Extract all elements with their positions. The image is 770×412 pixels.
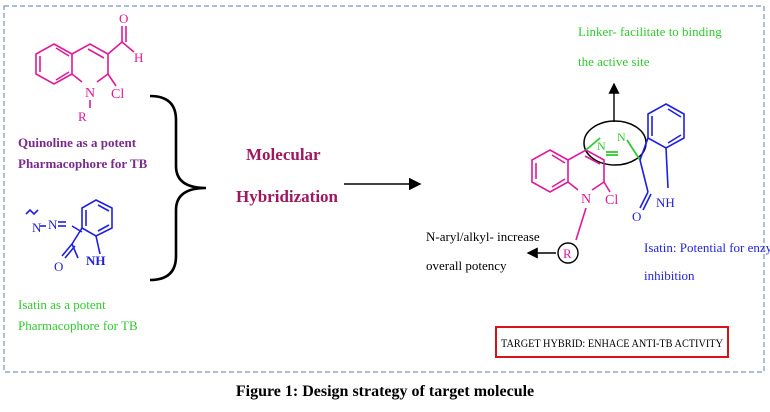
quinoline-label-line1: Quinoline as a potent (18, 135, 137, 150)
isatin-nh: NH (86, 253, 106, 268)
isatin-note-line1: Isatin: Potential for enzyme (644, 240, 770, 255)
hybrid-nh: NH (656, 195, 675, 210)
hybrid-chlorine: Cl (605, 193, 618, 208)
curly-brace (149, 94, 207, 282)
quinoline-aldehyde-hydrogen: H (134, 50, 143, 65)
quinoline-chlorine: Cl (111, 87, 124, 102)
isatin-azo-n1: N (32, 220, 42, 235)
target-hybrid-box (495, 326, 729, 358)
isatin-oxygen: O (54, 259, 63, 274)
r-group-circle (557, 242, 579, 264)
isatin-label-line2: Pharmacophore for TB (18, 318, 138, 333)
quinoline-r-group: R (78, 109, 87, 124)
hybrid-quinoline-part (531, 149, 611, 241)
quinoline-ring-nitrogen: N (85, 86, 95, 101)
isatin-label-line1: Isatin as a potent (18, 297, 106, 312)
isatin-azo-n2: N (48, 217, 58, 232)
isatin-note-line2: inhibition (644, 268, 695, 283)
linker-label-line1: Linker- facilitate to binding (578, 24, 722, 39)
quinoline-aldehyde-oxygen: O (119, 11, 128, 26)
naryl-label-line2: overall potency (426, 258, 507, 273)
isatin-structure (25, 199, 113, 259)
hybrid-linker-bonds (585, 137, 641, 161)
molecular-hybridization-line1: Molecular (246, 145, 321, 164)
target-hybrid-text: TARGET HYBRID: ENHACE ANTI-TB ACTIVITY (501, 336, 723, 350)
hybrid-azo-n2: N (617, 130, 626, 144)
hybrid-ring-nitrogen: N (581, 192, 591, 207)
hybrid-azo-n1: N (597, 139, 606, 153)
naryl-label-line1: N-aryl/alkyl- increase (426, 229, 540, 244)
hybrid-isatin-part (639, 103, 685, 211)
molecular-hybridization-line2: Hybridization (236, 187, 339, 206)
quinoline-structure (35, 26, 135, 108)
hybrid-oxygen: O (632, 209, 641, 224)
hybrid-r-group: R (563, 246, 572, 261)
dashed-frame (3, 5, 765, 373)
figure-caption: Figure 1: Design strategy of target mole… (235, 383, 535, 400)
linker-label-line2: the active site (578, 54, 650, 69)
quinoline-label-line2: Pharmacophore for TB (18, 156, 148, 171)
